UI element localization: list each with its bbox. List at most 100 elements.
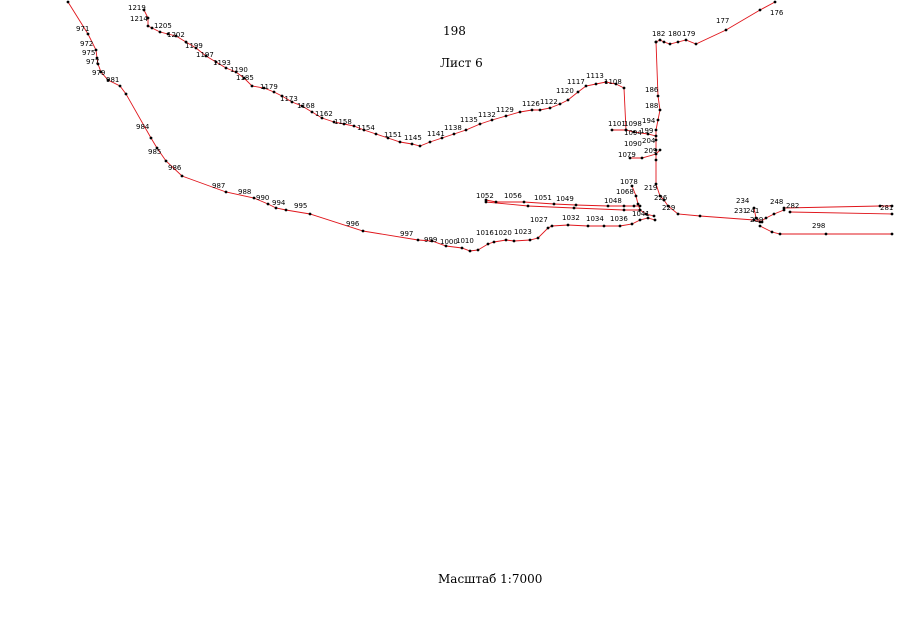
- boundary-point-141: [654, 182, 658, 186]
- boundary-point-108: [606, 204, 610, 208]
- point-label-1197: 1197: [196, 51, 214, 59]
- boundary-point-100: [640, 156, 644, 160]
- point-label-176: 176: [770, 9, 784, 17]
- boundary-point-69: [374, 132, 378, 136]
- boundary-point-87: [576, 90, 580, 94]
- boundary-point-47: [158, 30, 162, 34]
- boundary-point-101: [654, 152, 658, 156]
- point-label-177: 177: [716, 17, 729, 25]
- point-label-996: 996: [346, 220, 360, 228]
- boundary-point-134: [656, 94, 660, 98]
- point-label-999: 999: [424, 236, 437, 244]
- boundary-point-48: [166, 32, 170, 36]
- point-label-1098: 1098: [624, 120, 642, 128]
- boundary-point-119: [636, 202, 640, 206]
- point-label-1068: 1068: [616, 188, 634, 196]
- boundary-point-126: [668, 42, 672, 46]
- point-label-1162: 1162: [315, 110, 333, 118]
- boundary-point-40: [638, 218, 642, 222]
- point-label-1032: 1032: [562, 214, 580, 222]
- boundary-point-77: [464, 128, 468, 132]
- boundary-point-114: [572, 206, 576, 210]
- boundary-point-103: [484, 198, 488, 202]
- point-label-1129: 1129: [496, 106, 514, 114]
- boundary-point-36: [586, 224, 590, 228]
- boundary-point-63: [310, 110, 314, 114]
- boundary-point-151: [772, 212, 776, 216]
- boundary-point-26: [476, 248, 480, 252]
- point-label-994: 994: [272, 199, 286, 207]
- boundary-point-53: [214, 60, 218, 64]
- boundary-point-160: [890, 204, 894, 208]
- point-label-1193: 1193: [213, 59, 231, 67]
- point-label-1108: 1108: [604, 78, 622, 86]
- boundary-point-96: [632, 130, 636, 134]
- boundary-point-149: [758, 220, 762, 224]
- boundary-lines: [67, 1, 893, 252]
- boundary-point-83: [538, 108, 542, 112]
- boundary-point-145: [666, 204, 670, 208]
- point-label-1126: 1126: [522, 100, 540, 108]
- point-label-990: 990: [256, 194, 269, 202]
- point-label-997: 997: [400, 230, 413, 238]
- point-label-981: 981: [106, 76, 119, 84]
- boundary-point-92: [622, 86, 626, 90]
- boundary-point-58: [262, 86, 266, 90]
- boundary-point-66: [342, 122, 346, 126]
- point-label-1034: 1034: [586, 215, 604, 223]
- point-label-1023: 1023: [514, 228, 532, 236]
- point-label-194: 194: [642, 117, 656, 125]
- point-label-1117: 1117: [567, 78, 585, 86]
- boundary-point-105: [522, 200, 526, 204]
- point-label-1051: 1051: [534, 194, 552, 202]
- boundary-point-128: [684, 38, 688, 42]
- boundary-point-124: [658, 38, 662, 42]
- boundary-point-30: [512, 239, 516, 243]
- point-label-180: 180: [668, 30, 681, 38]
- boundary-point-122: [652, 214, 656, 218]
- point-label-1048: 1048: [604, 197, 622, 205]
- boundary-point-44: [146, 16, 150, 20]
- boundary-point-159: [878, 204, 882, 208]
- boundary-point-135: [658, 108, 662, 112]
- boundary-point-133: [654, 40, 658, 44]
- point-label-239: 239: [750, 216, 763, 224]
- point-label-281: 281: [880, 204, 893, 212]
- point-label-1202: 1202: [167, 31, 185, 39]
- boundary-point-146: [676, 212, 680, 216]
- boundary-point-62: [300, 104, 304, 108]
- boundary-point-158: [782, 206, 786, 210]
- boundary-point-106: [552, 202, 556, 206]
- boundary-point-138: [654, 138, 658, 142]
- boundary-point-99: [628, 156, 632, 160]
- point-label-1113: 1113: [586, 72, 604, 80]
- boundary-line-1: [67, 1, 656, 252]
- boundary-point-153: [758, 224, 762, 228]
- boundary-point-73: [418, 144, 422, 148]
- point-label-182: 182: [652, 30, 665, 38]
- point-label-1036: 1036: [610, 215, 628, 223]
- point-label-1041: 1041: [632, 210, 650, 218]
- boundary-point-89: [594, 82, 598, 86]
- boundary-point-17: [274, 206, 278, 210]
- boundary-point-79: [490, 118, 494, 122]
- boundary-point-70: [386, 136, 390, 140]
- boundary-point-67: [352, 124, 356, 128]
- boundary-point-112: [484, 200, 488, 204]
- boundary-point-56: [242, 76, 246, 80]
- boundary-point-32: [536, 236, 540, 240]
- boundary-point-85: [558, 102, 562, 106]
- boundary-point-28: [492, 240, 496, 244]
- boundary-point-121: [644, 212, 648, 216]
- point-label-1219: 1219: [128, 4, 146, 12]
- boundary-point-98: [654, 134, 658, 138]
- boundary-point-117: [630, 184, 634, 188]
- point-label-1145: 1145: [404, 134, 422, 142]
- point-label-1101: 1101: [608, 120, 626, 128]
- boundary-point-4: [95, 56, 99, 60]
- point-label-1122: 1122: [540, 98, 558, 106]
- boundary-points: [66, 0, 894, 253]
- point-label-1214: 1214: [130, 15, 148, 23]
- boundary-point-125: [662, 40, 666, 44]
